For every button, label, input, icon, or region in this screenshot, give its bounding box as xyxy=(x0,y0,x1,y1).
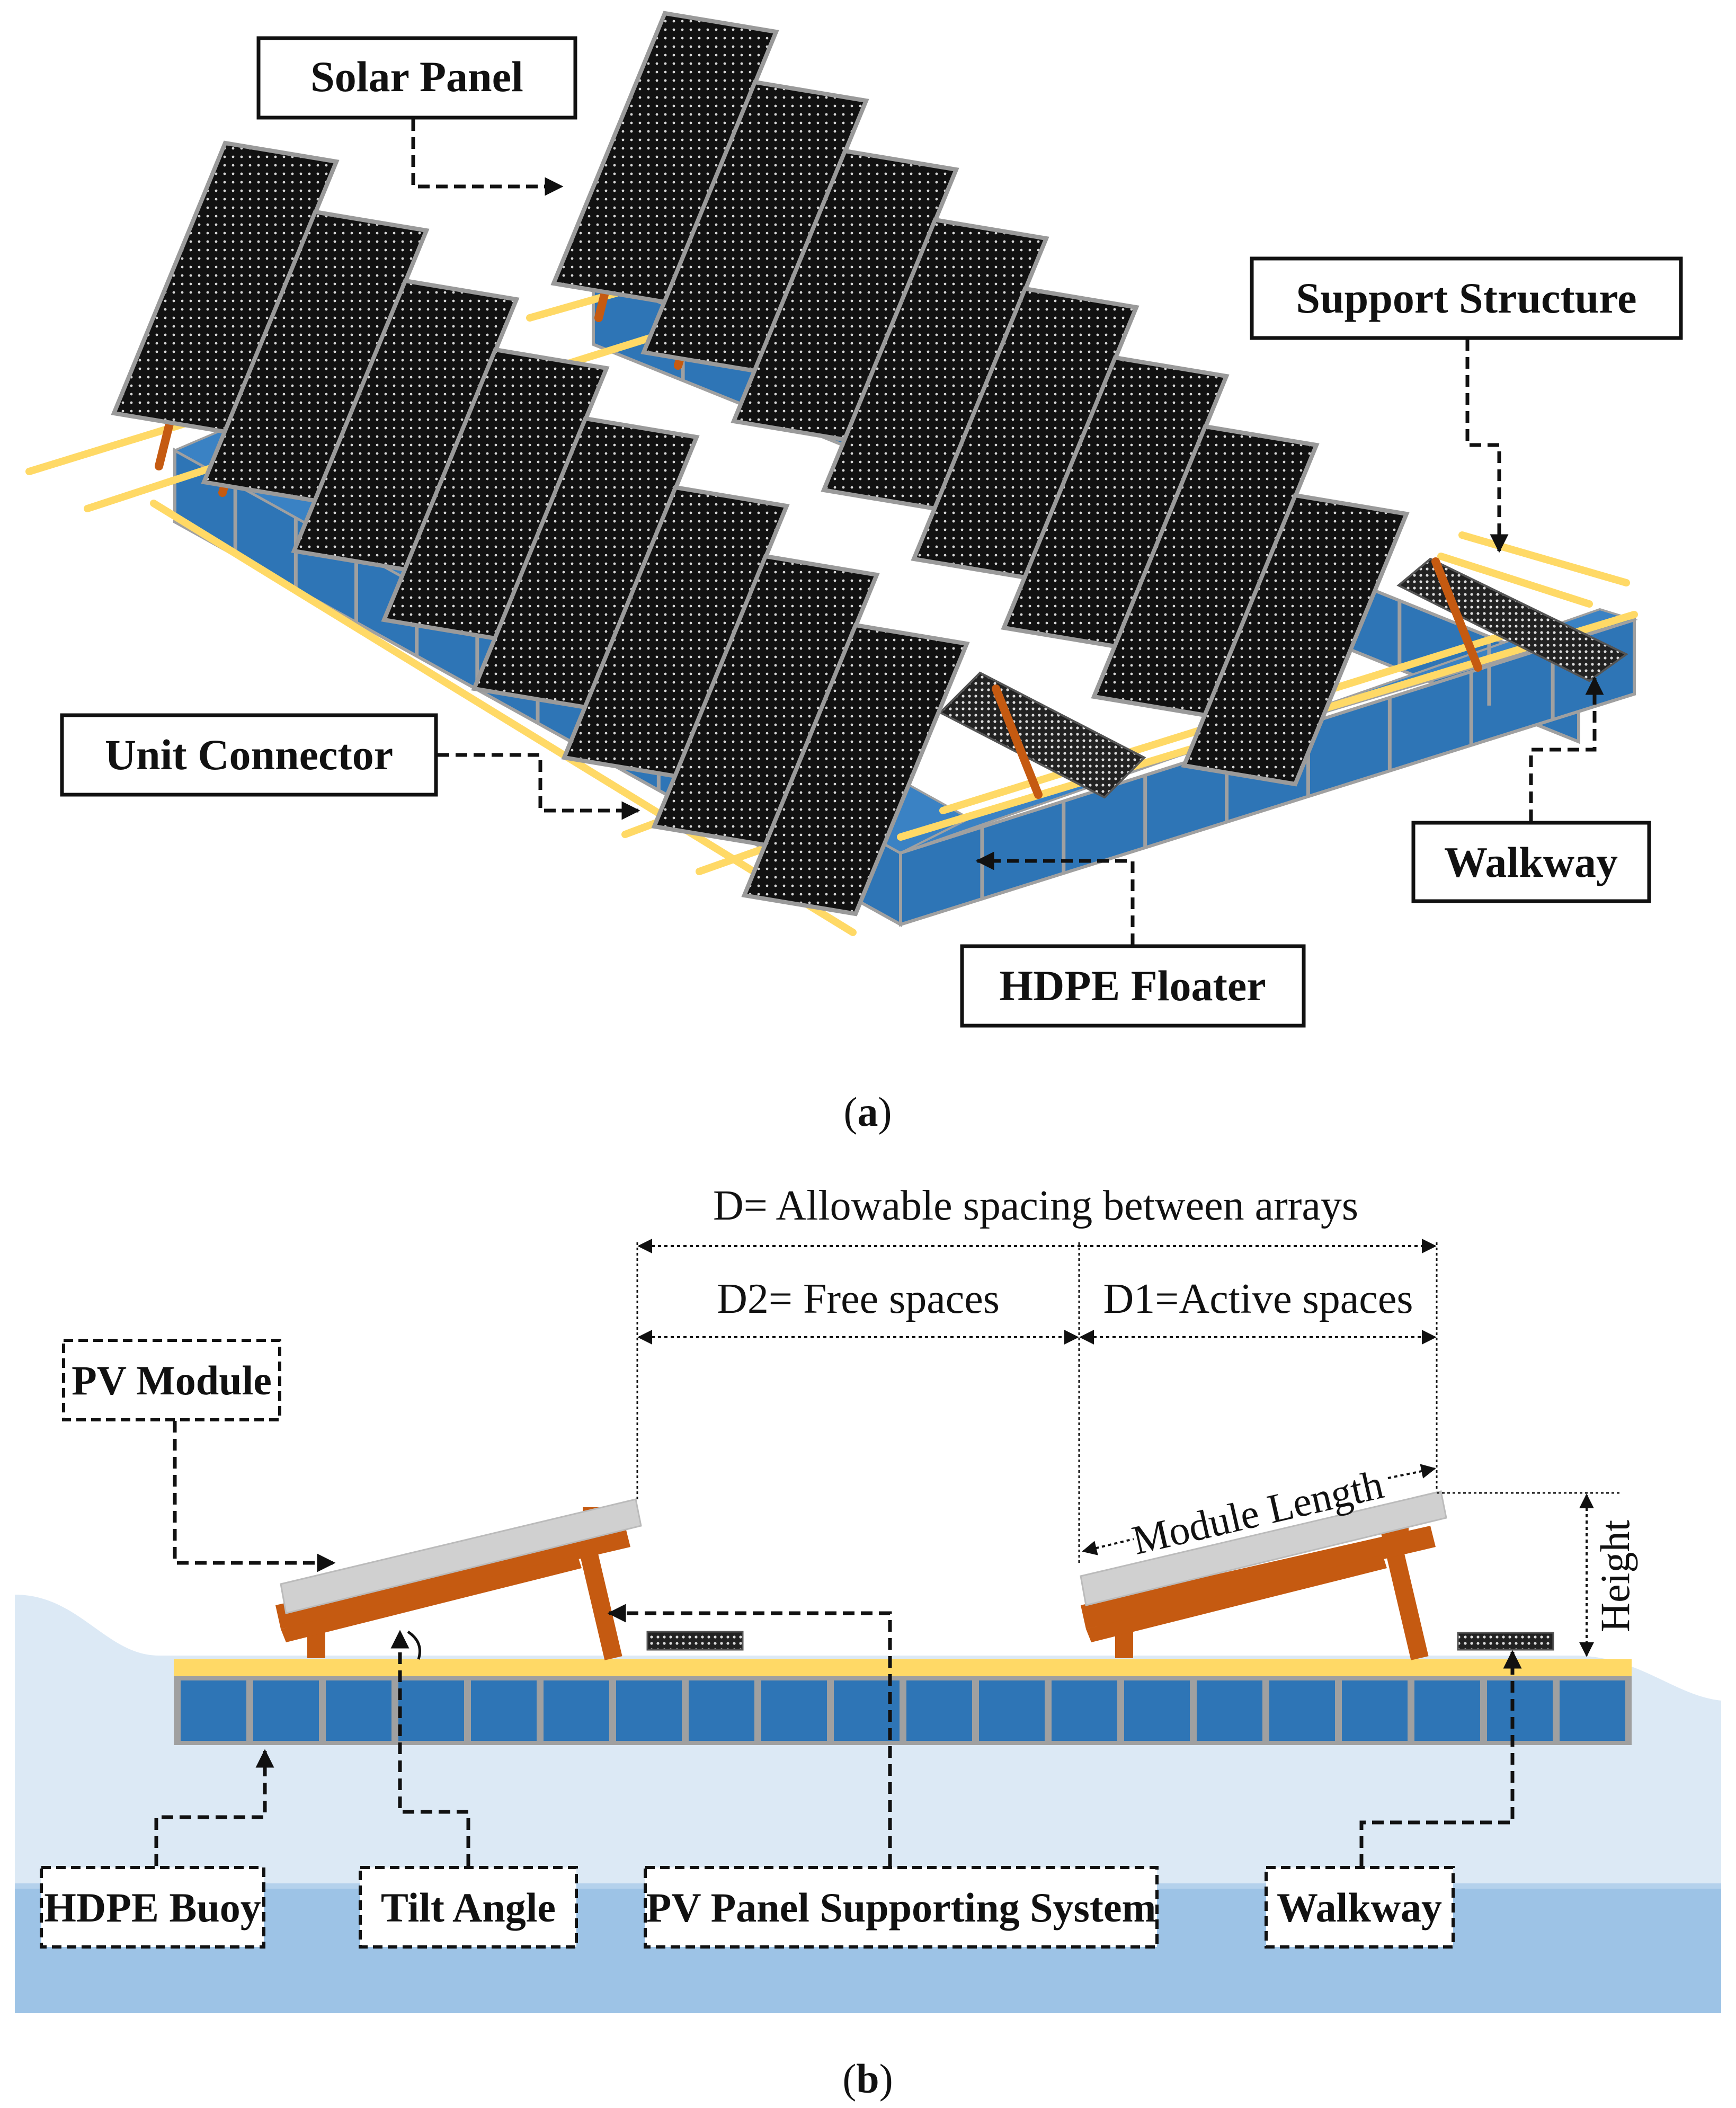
buoy-cell xyxy=(616,1680,682,1741)
hdpe-floater-label: HDPE Floater xyxy=(999,962,1266,1010)
tilt-angle-label-box xyxy=(359,1866,578,1949)
hdpe-floater-label-box xyxy=(960,944,1306,1028)
buoy-cell xyxy=(1414,1680,1480,1741)
panel-b-floats xyxy=(174,1659,1632,1745)
callout-hdpe-floater: HDPE Floater xyxy=(960,851,1306,1028)
buoy-cell xyxy=(471,1680,537,1741)
walkway-plates xyxy=(938,557,1628,799)
buoy-cell xyxy=(1124,1680,1190,1741)
walkway-a-label-box xyxy=(1411,821,1651,903)
dimension-d1-label: D1=Active spaces xyxy=(1103,1276,1413,1322)
solar-panel-arrays xyxy=(111,11,1410,917)
walkway-plate-right xyxy=(1457,1632,1554,1651)
buoy-cell xyxy=(398,1680,464,1741)
solar-panel-label-box xyxy=(256,36,577,120)
solar-panel-module xyxy=(1181,493,1410,787)
support-structure-label: Support Structure xyxy=(1296,274,1636,322)
pv-assembly-right xyxy=(1080,1490,1447,1660)
buoy-cell xyxy=(1052,1680,1117,1741)
pv-module-left xyxy=(280,1498,642,1614)
supporting-system-label-box xyxy=(644,1866,1159,1949)
callout-hdpe-buoy: HDPE Buoy xyxy=(40,1749,274,1949)
hdpe-buoy-cells xyxy=(181,1680,1625,1741)
unit-connector-label: Unit Connector xyxy=(105,731,393,779)
callout-supporting-system: PV Panel Supporting System xyxy=(607,1604,1159,1949)
buoy-cell xyxy=(1269,1680,1335,1741)
buoy-cell xyxy=(181,1680,246,1741)
buoy-cell xyxy=(1487,1680,1553,1741)
height-label: Height xyxy=(1592,1520,1638,1633)
pv-module-right xyxy=(1080,1490,1447,1606)
buoy-cell xyxy=(1197,1680,1262,1741)
dimension-d2-label: D2= Free spaces xyxy=(717,1276,1000,1322)
dimension-lines xyxy=(636,1239,1621,1657)
solar-panel-module xyxy=(741,622,970,917)
callout-unit-connector: Unit Connector xyxy=(60,713,640,820)
buoy-cell xyxy=(1342,1680,1408,1741)
panel-b-water xyxy=(15,1595,1721,2013)
unit-connector-label-box xyxy=(60,713,438,797)
callout-support-structure: Support Structure xyxy=(1250,256,1683,553)
pv-module-label: PV Module xyxy=(72,1357,272,1403)
walkway-b-label: Walkway xyxy=(1277,1884,1442,1931)
buoy-cell xyxy=(253,1680,319,1741)
callout-solar-panel: Solar Panel xyxy=(256,36,577,196)
walkway-plate-left xyxy=(646,1631,744,1651)
hdpe-buoy-label: HDPE Buoy xyxy=(44,1884,261,1931)
yellow-connector-deck xyxy=(174,1659,1632,1676)
buoy-cell xyxy=(1560,1680,1625,1741)
callout-walkway-a: Walkway xyxy=(1411,676,1651,903)
caption-b: (b) xyxy=(842,2056,893,2102)
supporting-system-label: PV Panel Supporting System xyxy=(646,1884,1156,1931)
panel-a-illustration xyxy=(25,11,1638,936)
float-strip-frame xyxy=(174,1676,1632,1745)
tilt-angle-arc xyxy=(407,1630,421,1660)
pv-assembly-left xyxy=(275,1498,642,1660)
buoy-cell xyxy=(544,1680,609,1741)
unit-connector-rail xyxy=(1458,531,1630,586)
buoy-cell xyxy=(326,1680,391,1741)
callout-tilt-angle: Tilt Angle xyxy=(359,1630,578,1949)
solar-panel-label: Solar Panel xyxy=(310,52,523,101)
callout-walkway-b: Walkway xyxy=(1265,1650,1522,1949)
callout-pv-module: PV Module xyxy=(62,1339,336,1572)
dimension-d-label: D= Allowable spacing between arrays xyxy=(713,1182,1358,1229)
walkway-a-label: Walkway xyxy=(1444,838,1618,886)
pv-module-label-box xyxy=(62,1339,281,1421)
support-structure-label-box xyxy=(1250,256,1683,340)
unit-connector-rail xyxy=(1437,553,1593,608)
tilt-angle-label: Tilt Angle xyxy=(381,1884,556,1931)
hdpe-buoy-label-box xyxy=(40,1866,265,1949)
walkway-b-label-box xyxy=(1265,1866,1455,1949)
buoy-cell xyxy=(906,1680,972,1741)
buoy-cell xyxy=(761,1680,827,1741)
buoy-cell xyxy=(979,1680,1045,1741)
caption-a: (a) xyxy=(844,1089,892,1135)
buoy-cell xyxy=(689,1680,754,1741)
